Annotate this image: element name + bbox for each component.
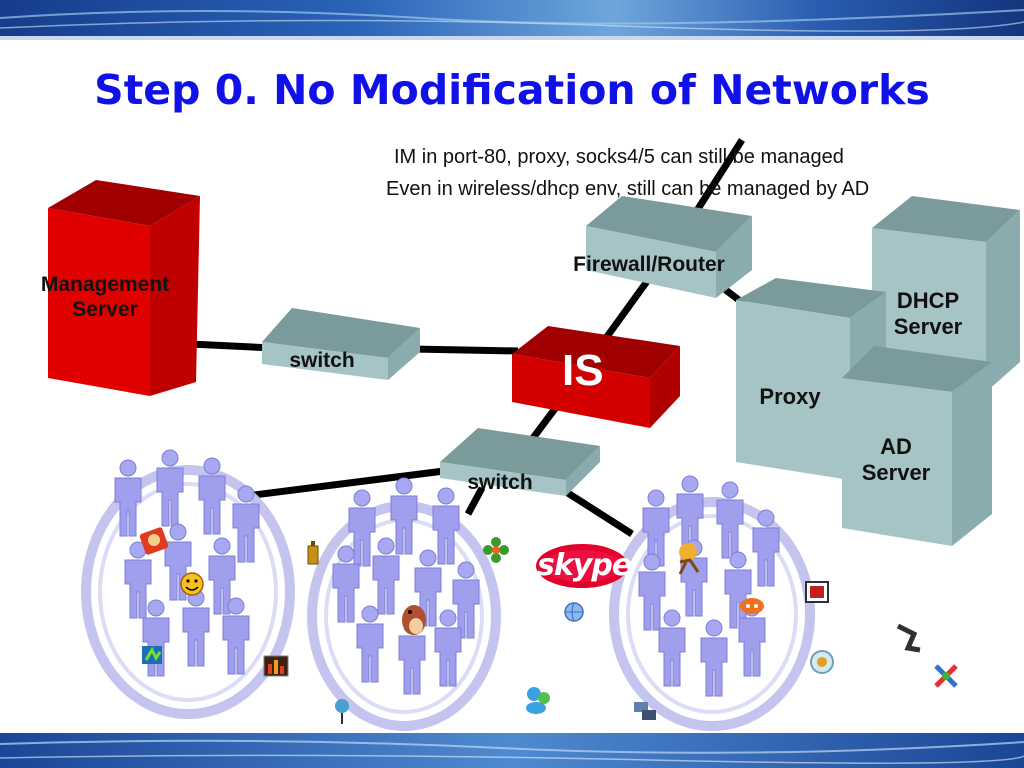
dhcp-server-label: DHCP Server [893,288,963,340]
switch-top-box [262,308,420,380]
orange-chat-icon [740,598,764,614]
chart-app-icon [263,655,289,677]
cable-server-switch [189,340,273,352]
is-label: IS [562,346,604,395]
gadu-gadu-icon [810,650,834,674]
user-group-middle [307,477,501,731]
management-server-label: Management Server [40,273,170,322]
ad-server-box [842,346,992,546]
page-title: Step 0. No Modification of Networks [94,66,930,114]
switch-bottom-label: switch [467,471,533,494]
chat-bubble-icon [139,527,169,555]
green-app-icon [142,646,162,664]
cable-firewall-is [603,277,651,341]
ad-server-label: AD Server [861,434,931,486]
colorful-x-icon [934,664,958,688]
firewall-router-box [586,196,752,298]
note-im-managed: IM in port-80, proxy, socks4/5 can still… [394,146,844,168]
cable-switch-group-right [558,485,634,537]
network-computers-icon [634,702,656,720]
skype-logo-text: skype [537,548,632,583]
battery-icon [307,541,319,565]
cable-switch-group-mid [464,486,486,516]
header-band [0,0,1024,40]
cable-internet-firewall [693,138,745,214]
note-wireless-dhcp: Even in wireless/dhcp env, still can be … [386,178,870,200]
aim-running-man-icon [678,543,700,575]
network-pin-icon [335,699,349,724]
switch-top-label: switch [289,349,355,372]
user-group-right [609,475,815,731]
is-box [512,326,680,428]
proxy-label: Proxy [759,384,821,409]
management-server-box [48,180,200,396]
qq-penguin-icon [402,605,426,635]
cable-switch-group-left [245,466,453,500]
globe-icon [564,602,584,622]
switch-bottom-box [440,428,600,496]
cable-switch-is [411,345,519,355]
firewall-router-label: Firewall/Router [573,253,725,276]
yahoo-smiley-icon [180,572,204,596]
footer-band [0,733,1024,768]
skype-logo-icon [536,544,628,588]
user-group-left [81,449,295,719]
tux-icon [896,623,921,653]
msn-buddy-icon [526,687,550,714]
icq-flower-icon [483,537,509,563]
monitor-icon [805,581,829,603]
